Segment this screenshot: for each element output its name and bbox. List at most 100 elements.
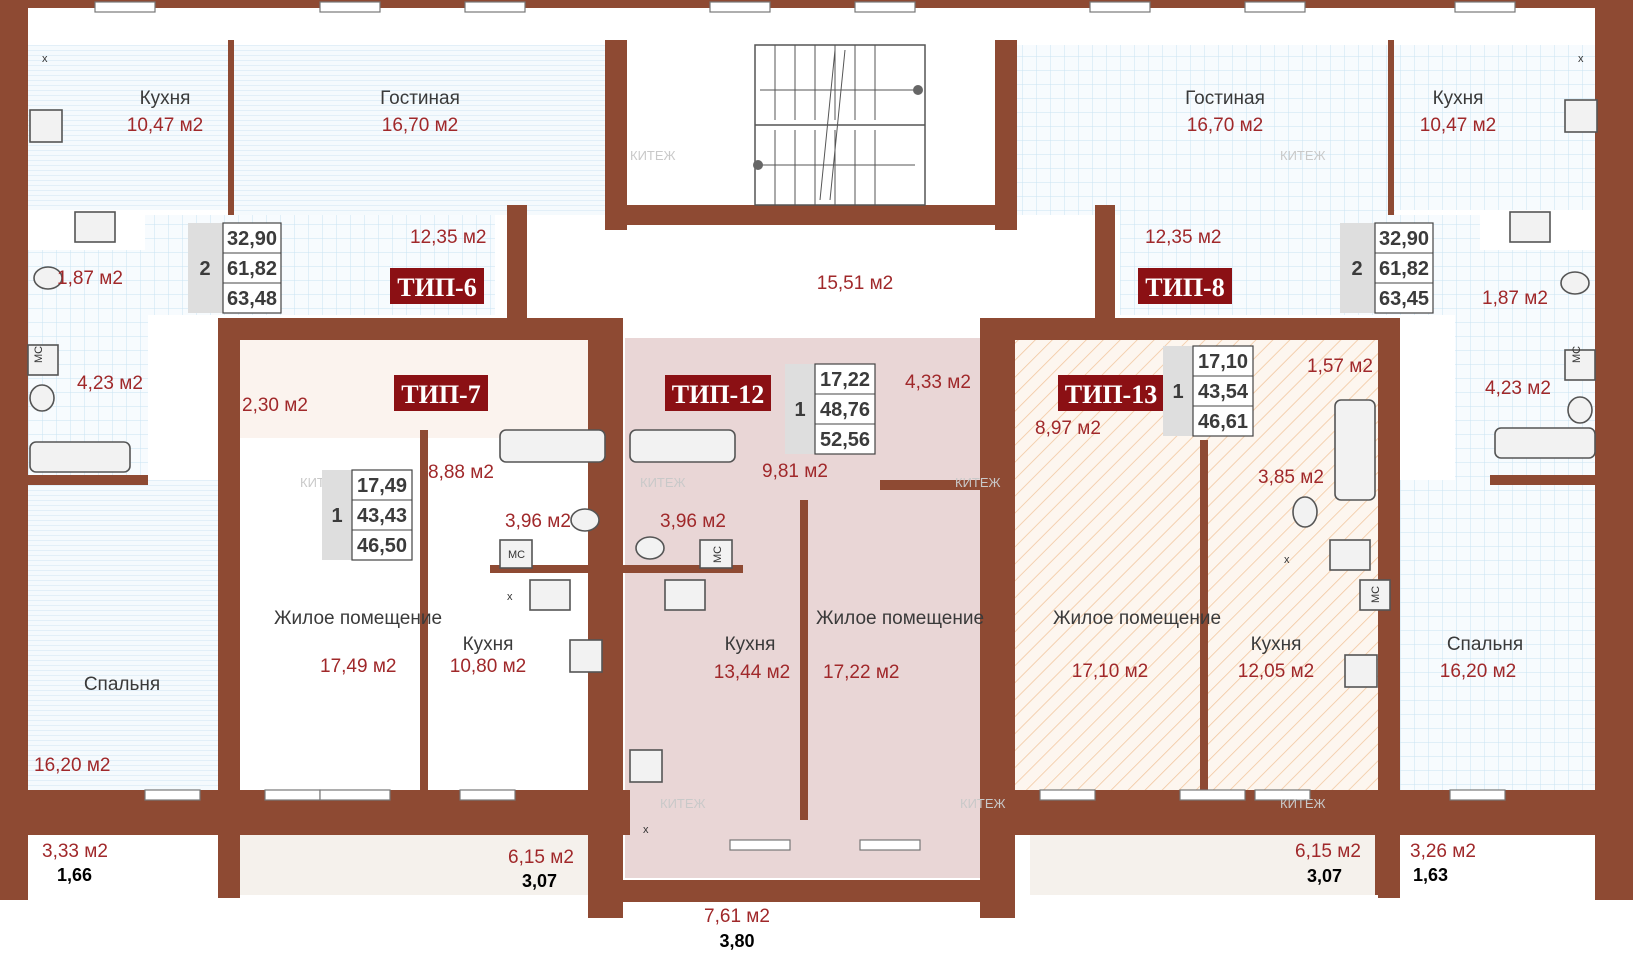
room-name: Кухня — [1251, 634, 1302, 655]
fixtures — [27, 99, 1598, 783]
total-area: 43,54 — [1198, 381, 1249, 403]
stove-cross: x — [1284, 554, 1290, 566]
apartment-summary: 1 17,49 43,43 46,50 — [322, 469, 413, 561]
ventilation-label: МС — [712, 546, 724, 563]
apartment-tag-label: ТИП-13 — [1065, 380, 1157, 409]
room-area: 12,35 м2 — [410, 227, 486, 248]
apartment-tag: ТИП-7 — [394, 375, 488, 411]
watermark-text: КИТЕЖ — [955, 475, 1001, 490]
apartment-tag-label: ТИП-7 — [401, 380, 480, 409]
room-area: 3,26 м2 — [1410, 841, 1476, 862]
rooms-count: 1 — [1172, 381, 1183, 403]
balcony-length: 3,07 — [522, 871, 557, 891]
balcony-length: 3,80 — [719, 931, 754, 951]
room-area: 1,87 м2 — [1482, 288, 1548, 309]
stove-cross: x — [643, 824, 649, 836]
total-area-with-balcony: 63,45 — [1379, 288, 1429, 310]
room-name: Гостиная — [380, 88, 460, 109]
living-area: 32,90 — [227, 228, 277, 250]
room-name: Гостиная — [1185, 88, 1265, 109]
apartment-summary: 2 32,90 61,82 63,45 — [1340, 222, 1434, 314]
living-area: 17,10 — [1198, 351, 1248, 373]
balcony-length: 3,07 — [1307, 866, 1342, 886]
room-area: 17,10 м2 — [1072, 661, 1148, 682]
watermark-text: КИТЕЖ — [660, 796, 706, 811]
room-area: 10,80 м2 — [450, 656, 526, 677]
room-area: 3,33 м2 — [42, 841, 108, 862]
room-area: 3,85 м2 — [1258, 467, 1324, 488]
room-area: 7,61 м2 — [704, 906, 770, 927]
room-name: Спальня — [1447, 634, 1523, 655]
fixture-labels: МС МС МС МС МС x x x x x — [33, 53, 1584, 836]
total-area: 61,82 — [1379, 258, 1429, 280]
total-area: 61,82 — [227, 258, 277, 280]
room-area: 16,70 м2 — [382, 115, 458, 136]
watermark-text: КИТЕЖ — [960, 796, 1006, 811]
room-area: 17,49 м2 — [320, 656, 396, 677]
room-name: Жилое помещение — [274, 608, 442, 629]
watermark-text: КИТЕЖ — [640, 475, 686, 490]
apartment-tag: ТИП-12 — [665, 375, 771, 411]
room-area: 12,05 м2 — [1238, 661, 1314, 682]
room-name: Кухня — [463, 634, 514, 655]
apartment-tag: ТИП-13 — [1058, 375, 1164, 411]
apartment-tag: ТИП-6 — [390, 268, 484, 304]
room-area: 6,15 м2 — [1295, 841, 1361, 862]
total-area-with-balcony: 63,48 — [227, 288, 277, 310]
room-area: 4,23 м2 — [77, 373, 143, 394]
watermark-text: КИТЕЖ — [630, 148, 676, 163]
room-name: Жилое помещение — [1053, 608, 1221, 629]
room-area: 10,47 м2 — [127, 115, 203, 136]
living-area: 32,90 — [1379, 228, 1429, 250]
apartment-tag-label: ТИП-8 — [1145, 273, 1224, 302]
apartment-summary: 2 32,90 61,82 63,48 — [188, 222, 282, 314]
room-area: 16,20 м2 — [34, 755, 110, 776]
room-name: Жилое помещение — [816, 608, 984, 629]
room-area: 6,15 м2 — [508, 847, 574, 868]
total-area-with-balcony: 46,50 — [357, 535, 407, 557]
room-area: 17,22 м2 — [823, 662, 899, 683]
room-area: 9,81 м2 — [762, 461, 828, 482]
room-area: 15,51 м2 — [817, 273, 893, 294]
room-area: 8,97 м2 — [1035, 418, 1101, 439]
room-area: 1,87 м2 — [57, 268, 123, 289]
room-name: Кухня — [725, 634, 776, 655]
apartment-tag-label: ТИП-12 — [672, 380, 764, 409]
room-area: 3,96 м2 — [505, 511, 571, 532]
room-area: 4,23 м2 — [1485, 378, 1551, 399]
rooms-count: 2 — [1351, 258, 1362, 280]
total-area: 48,76 — [820, 399, 870, 421]
rooms-count: 2 — [199, 258, 210, 280]
rooms-count: 1 — [794, 399, 805, 421]
balcony-length: 1,63 — [1413, 865, 1448, 885]
balcony-length: 1,66 — [57, 865, 92, 885]
total-area: 43,43 — [357, 505, 407, 527]
ventilation-label: МС — [1571, 346, 1583, 363]
room-area: 16,20 м2 — [1440, 661, 1516, 682]
room-area: 10,47 м2 — [1420, 115, 1496, 136]
room-area: 13,44 м2 — [714, 662, 790, 683]
stove-cross: x — [1578, 53, 1584, 65]
room-area: 12,35 м2 — [1145, 227, 1221, 248]
watermark-text: КИТЕЖ — [1280, 148, 1326, 163]
apartment-summary: 1 17,10 43,54 46,61 — [1163, 345, 1254, 437]
room-area: 4,33 м2 — [905, 372, 971, 393]
room-area: 16,70 м2 — [1187, 115, 1263, 136]
living-area: 17,22 — [820, 369, 870, 391]
room-area: 8,88 м2 — [428, 462, 494, 483]
apartment-tag-label: ТИП-6 — [397, 273, 476, 302]
ventilation-label: МС — [33, 346, 45, 363]
room-name: Кухня — [1433, 88, 1484, 109]
room-name: Спальня — [84, 674, 160, 695]
ventilation-label: МС — [508, 549, 525, 561]
staircase — [753, 44, 926, 206]
room-name: Кухня — [140, 88, 191, 109]
windows — [94, 1, 1516, 851]
room-area: 2,30 м2 — [242, 395, 308, 416]
room-area: 3,96 м2 — [660, 511, 726, 532]
stove-cross: x — [507, 591, 513, 603]
watermark-text: КИТЕЖ — [1280, 796, 1326, 811]
total-area-with-balcony: 52,56 — [820, 429, 870, 451]
total-area-with-balcony: 46,61 — [1198, 411, 1248, 433]
